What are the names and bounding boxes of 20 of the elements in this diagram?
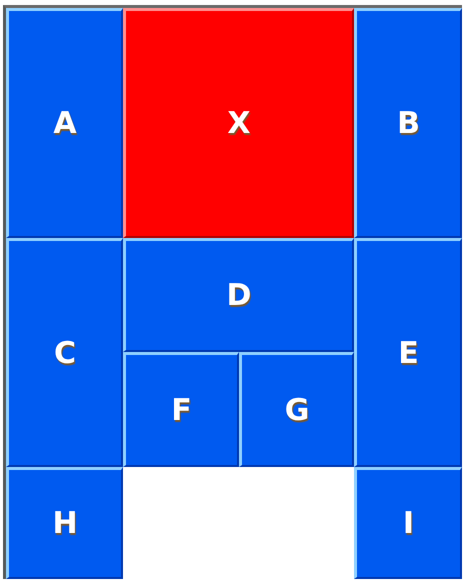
puzzle-block <box>239 352 354 467</box>
block-label: E <box>398 336 419 370</box>
puzzle-block <box>354 467 462 579</box>
puzzle-block <box>354 8 462 238</box>
puzzle-block <box>123 352 239 467</box>
block-label: A <box>53 106 77 141</box>
block-label: G <box>284 392 310 428</box>
puzzle-block <box>6 467 123 579</box>
block-label: D <box>226 278 252 313</box>
puzzle-block <box>354 238 462 467</box>
block-label: F <box>171 392 192 428</box>
block-label: H <box>52 506 78 541</box>
puzzle-block <box>6 8 123 238</box>
puzzle-block <box>123 238 354 352</box>
puzzle-block <box>6 238 123 467</box>
block-label: B <box>397 106 420 141</box>
block-label: I <box>402 506 414 541</box>
block-label: X <box>227 106 251 141</box>
puzzle-block <box>123 8 354 238</box>
block-label: C <box>54 336 76 370</box>
